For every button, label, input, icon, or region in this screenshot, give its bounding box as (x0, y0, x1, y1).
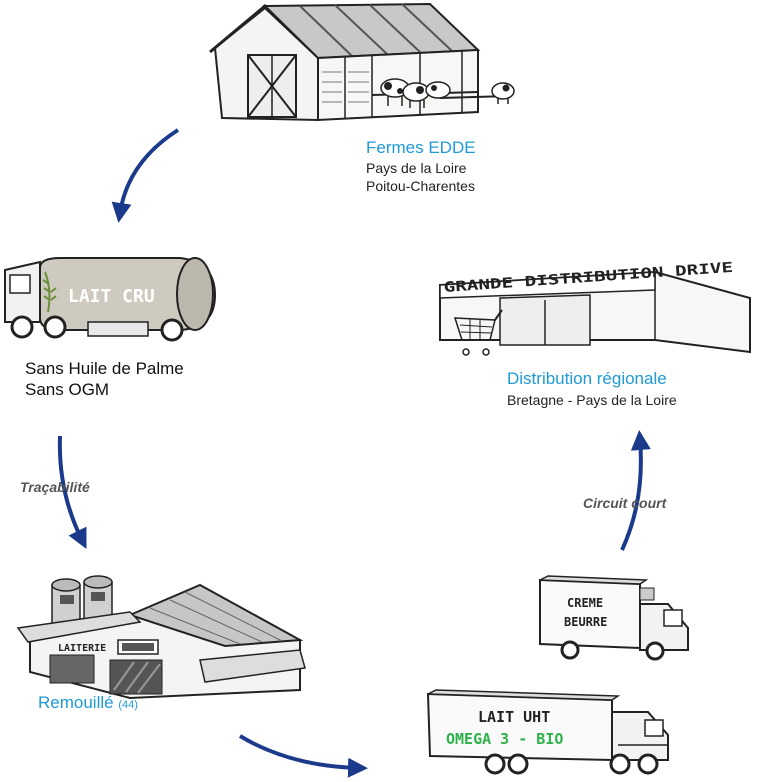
milk-tanker-icon (4, 257, 217, 342)
store-title: Distribution régionale (507, 369, 667, 388)
tracability-label: Traçabilité (20, 479, 90, 495)
store-region: Bretagne - Pays de la Loire (507, 392, 677, 408)
short-circuit-label: Circuit court (583, 495, 667, 511)
shopping-cart-icon (453, 309, 503, 356)
tank-label: LAIT CRU (68, 286, 155, 307)
farm-region-1: Pays de la Loire (366, 160, 467, 176)
refrigerated-truck-icon (539, 575, 689, 661)
supermarket-icon (439, 270, 751, 354)
barn-icon (209, 2, 511, 122)
farm-region-2: Poitou-Charentes (366, 178, 475, 194)
dairy-sign: LAITERIE (58, 643, 106, 654)
dairy-department: (44) (118, 699, 138, 711)
tanker-note-1: Sans Huile de Palme (25, 359, 184, 378)
tanker-note-2: Sans OGM (25, 380, 110, 399)
uht-truck-bio-label: OMEGA 3 - BIO (446, 730, 563, 748)
dairy-location-title: Remouillé (44) (38, 693, 138, 713)
farm-title: Fermes EDDE (366, 138, 476, 157)
dairy-title: Remouillé (38, 693, 114, 712)
flow-arrow-tanker-to-dairy (57, 435, 87, 549)
cow-icon (380, 78, 515, 108)
refrigerated-truck-icon (426, 689, 669, 775)
cream-truck-label: CREME (567, 596, 603, 610)
uht-truck-label: LAIT UHT (478, 708, 550, 726)
butter-truck-label: BEURRE (564, 615, 607, 629)
flow-arrow-farm-to-tanker (111, 128, 180, 223)
flow-arrow-truck-to-store (620, 430, 651, 551)
dairy-factory-icon (16, 575, 306, 700)
flow-arrow-dairy-to-trucks (238, 734, 368, 778)
